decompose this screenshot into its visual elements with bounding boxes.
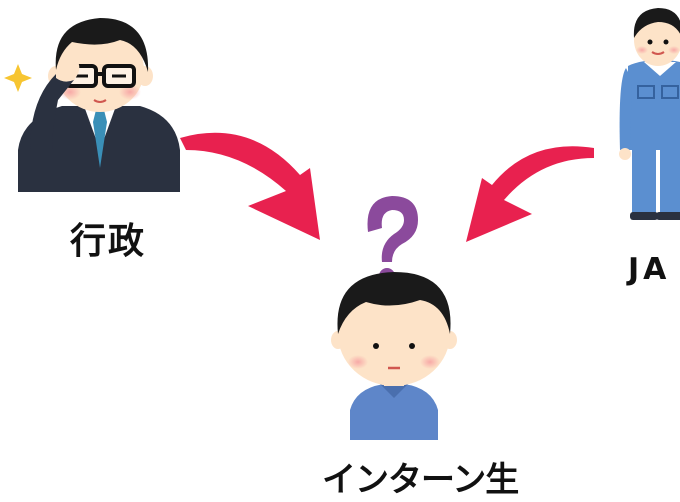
question-mark-icon bbox=[367, 196, 418, 284]
arrow-from-ja bbox=[466, 146, 594, 242]
ja-label: JA bbox=[628, 252, 671, 287]
intern-label: インターン生 bbox=[322, 460, 519, 500]
ja-worker-icon bbox=[619, 8, 680, 220]
government-official-icon bbox=[18, 18, 180, 192]
government-label: 行政 bbox=[70, 221, 147, 262]
arrow-from-government bbox=[180, 132, 320, 240]
intern-student-icon bbox=[331, 272, 457, 440]
sparkle-icon bbox=[4, 64, 32, 92]
